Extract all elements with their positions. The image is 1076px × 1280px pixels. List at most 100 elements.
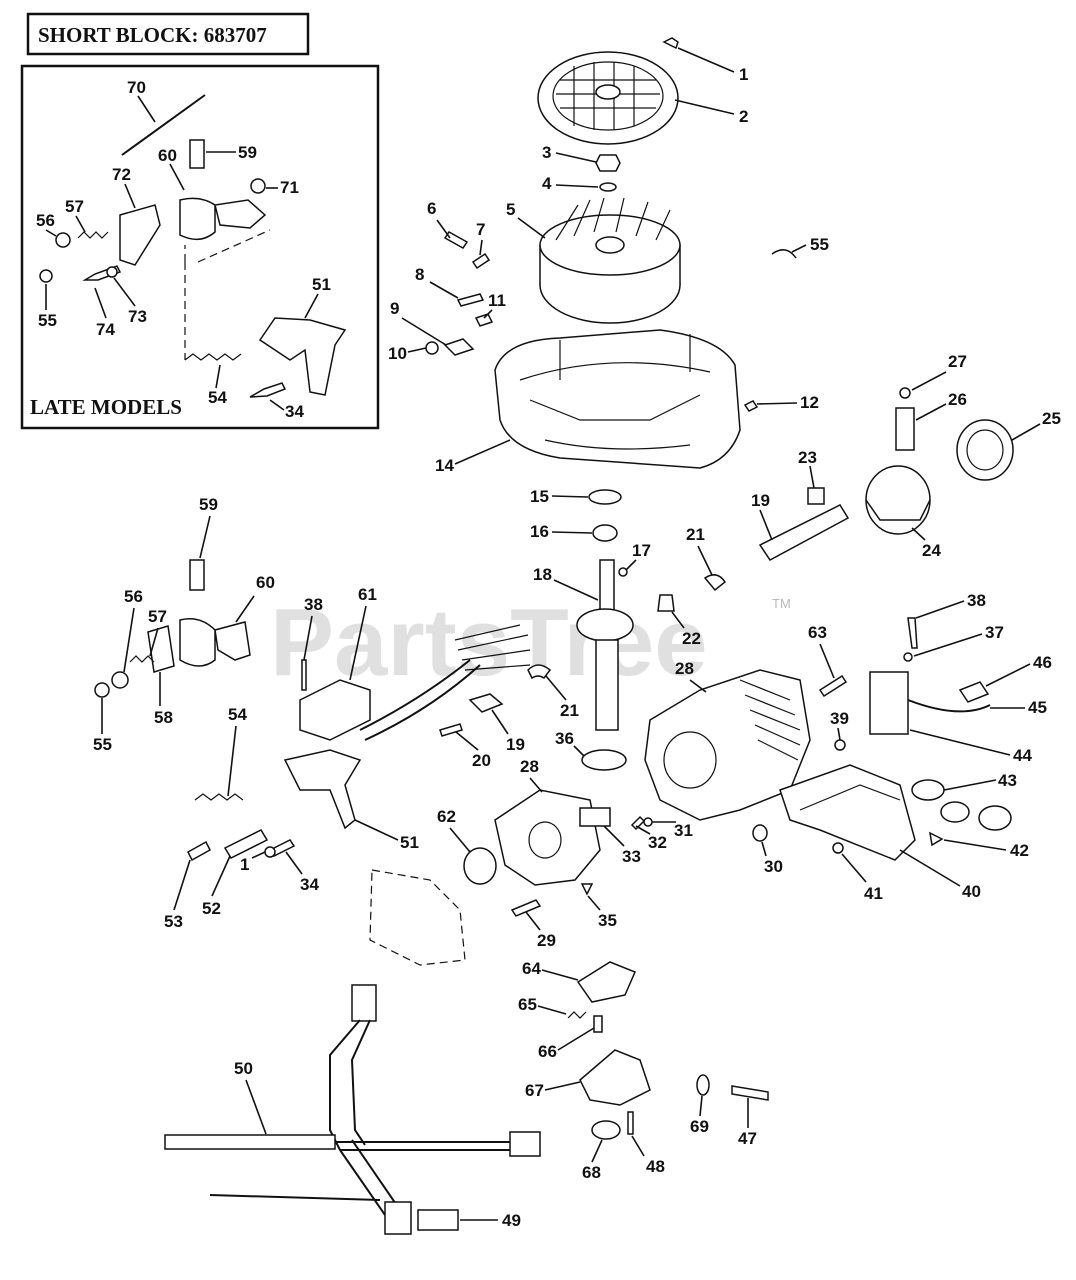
wrist-pin-26-drawing xyxy=(895,407,915,451)
nut-3-drawing xyxy=(595,154,621,172)
crankcase-40-drawing xyxy=(779,764,916,861)
screw-41-drawing xyxy=(832,842,844,854)
label-5: 5 xyxy=(506,200,515,219)
ring-43-c-drawing xyxy=(978,805,1012,831)
spring-54-drawing xyxy=(194,793,244,801)
label-63: 63 xyxy=(808,623,827,642)
label-6: 6 xyxy=(427,199,436,218)
carburetor-drawing xyxy=(494,789,601,886)
ring-55-drawing xyxy=(771,249,797,259)
flywheel-drawing xyxy=(539,197,681,324)
part-31-drawing xyxy=(643,817,653,827)
screw-1-lower-drawing xyxy=(264,846,276,858)
label-48: 48 xyxy=(646,1157,665,1176)
label-16: 16 xyxy=(530,522,549,541)
terminal-46-drawing xyxy=(958,681,990,703)
label-21-lower: 21 xyxy=(560,701,579,720)
label-54: 54 xyxy=(228,705,247,724)
part-33-drawing xyxy=(579,807,611,827)
screw-39-drawing xyxy=(834,739,846,751)
label-15: 15 xyxy=(530,487,549,506)
label-35: 35 xyxy=(598,911,617,930)
label-23: 23 xyxy=(798,448,817,467)
gasket-64-drawing xyxy=(576,961,636,1003)
label-18: 18 xyxy=(533,565,552,584)
label-32: 32 xyxy=(648,833,667,852)
wire-harness-drawing xyxy=(164,984,541,1235)
shaft-47-drawing xyxy=(731,1085,769,1101)
label-56: 56 xyxy=(124,587,143,606)
inset-dashed-guides xyxy=(184,229,271,360)
control-bracket-61-drawing xyxy=(299,624,531,741)
watermark: PartsTree xyxy=(270,589,708,696)
inset-nut-56-drawing xyxy=(55,232,71,248)
label-31: 31 xyxy=(674,821,693,840)
inset-label-54: 54 xyxy=(208,388,227,407)
spring-57-drawing xyxy=(129,655,155,663)
label-37: 37 xyxy=(985,623,1004,642)
label-21-upper: 21 xyxy=(686,525,705,544)
inset-label-59: 59 xyxy=(238,143,257,162)
label-43: 43 xyxy=(998,771,1017,790)
label-34: 34 xyxy=(300,875,319,894)
blower-housing-drawing xyxy=(494,329,741,469)
bearing-36-drawing xyxy=(581,749,627,771)
short-block-title-box: SHORT BLOCK: 683707 xyxy=(26,12,310,56)
part-21-upper-drawing xyxy=(703,574,727,592)
label-51: 51 xyxy=(400,833,419,852)
washer-37-drawing xyxy=(903,652,913,662)
label-68: 68 xyxy=(582,1163,601,1182)
piston-24-drawing xyxy=(865,465,931,535)
inset-label-60: 60 xyxy=(158,146,177,165)
label-45: 45 xyxy=(1028,698,1047,717)
part-52-drawing xyxy=(223,829,269,859)
label-1-top: 1 xyxy=(739,65,748,84)
label-55-left: 55 xyxy=(93,735,112,754)
label-42: 42 xyxy=(1010,841,1029,860)
inset-washer-73-drawing xyxy=(106,266,118,278)
label-14: 14 xyxy=(435,456,454,475)
part-11-drawing xyxy=(474,313,494,327)
label-20: 20 xyxy=(472,751,491,770)
label-28-carb: 28 xyxy=(520,757,539,776)
label-24: 24 xyxy=(922,541,941,560)
inset-washer-55-drawing xyxy=(39,269,53,283)
screw-59-drawing xyxy=(189,559,205,591)
pump-body-67-drawing xyxy=(579,1049,651,1106)
label-52: 52 xyxy=(202,899,221,918)
part-30-drawing xyxy=(752,824,768,842)
connecting-rod-19-drawing xyxy=(758,504,850,561)
label-26: 26 xyxy=(948,390,967,409)
ignition-wire-45-drawing xyxy=(907,699,991,713)
label-59: 59 xyxy=(199,495,218,514)
clip-7-drawing xyxy=(471,252,491,270)
label-71: 71 xyxy=(280,178,299,197)
label-22: 22 xyxy=(682,629,701,648)
label-8: 8 xyxy=(415,265,424,284)
label-19-lower: 19 xyxy=(506,735,525,754)
o-ring-69-drawing xyxy=(696,1074,710,1096)
nut-10-drawing xyxy=(425,341,439,355)
screw-29-drawing xyxy=(510,899,542,917)
label-60: 60 xyxy=(256,573,275,592)
label-4: 4 xyxy=(542,174,552,193)
blower-screen-drawing xyxy=(537,51,679,145)
gasket-62-drawing xyxy=(463,847,497,885)
bearing-16-drawing xyxy=(592,524,618,542)
label-38-left: 38 xyxy=(304,595,323,614)
screw-53-drawing xyxy=(187,840,211,862)
label-19-upper: 19 xyxy=(751,491,770,510)
label-74: 74 xyxy=(96,320,115,339)
inset-spring-57-drawing xyxy=(77,231,109,239)
ring-43-b-drawing xyxy=(940,801,970,823)
label-36: 36 xyxy=(555,729,574,748)
part-22-drawing xyxy=(657,594,675,612)
label-57: 57 xyxy=(148,607,167,626)
inset-label-51: 51 xyxy=(312,275,331,294)
piston-rings-25-drawing xyxy=(956,419,1014,481)
label-44: 44 xyxy=(1013,746,1032,765)
late-models-inset: 70 59 60 71 72 57 56 55 74 73 51 54 34 L… xyxy=(20,64,380,430)
label-55-right: 55 xyxy=(810,235,829,254)
label-46: 46 xyxy=(1033,653,1052,672)
seal-68-drawing xyxy=(591,1120,621,1140)
